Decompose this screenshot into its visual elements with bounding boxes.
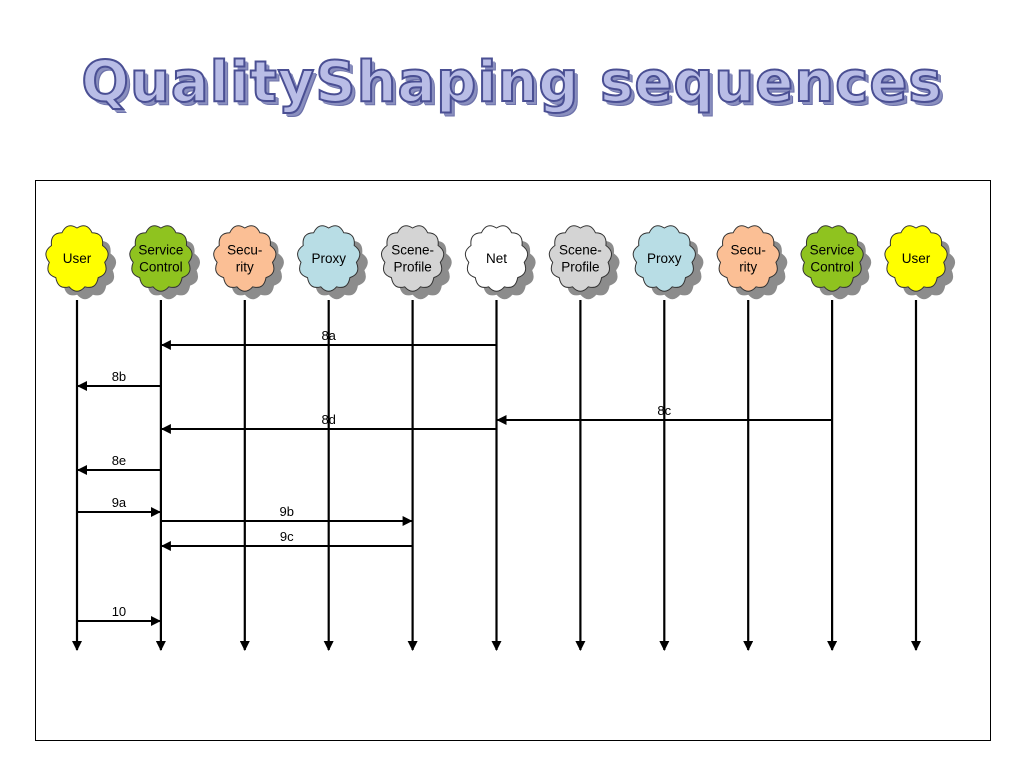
message-label: 8e xyxy=(112,453,126,468)
participant-label: Secu- xyxy=(227,243,262,258)
cloud-icon xyxy=(464,225,529,292)
cloud-icon xyxy=(884,225,948,292)
participant-label: Scene- xyxy=(391,243,434,258)
participant-0: User xyxy=(45,225,117,300)
message-label: 8a xyxy=(321,328,336,343)
message-8b: 8b xyxy=(77,369,161,391)
message-8d: 8d xyxy=(160,412,497,434)
participant-label: rity xyxy=(739,260,757,275)
participant-label: Proxy xyxy=(647,251,682,266)
message-label: 9b xyxy=(280,504,294,519)
message-9a: 9a xyxy=(77,495,161,517)
message-label: 8c xyxy=(657,403,671,418)
message-8a: 8a xyxy=(160,328,497,350)
participant-6: Scene- Profile xyxy=(548,225,620,300)
message-label: 8b xyxy=(112,369,126,384)
participant-3: Proxy xyxy=(297,225,368,300)
sequence-diagram-frame xyxy=(35,180,991,741)
participant-4: Scene- Profile xyxy=(381,225,452,300)
participant-label: Net xyxy=(486,251,507,266)
participant-label: Proxy xyxy=(311,251,346,266)
participant-label: rity xyxy=(236,260,254,275)
participant-label: Control xyxy=(810,260,854,275)
page-title: QualityShaping sequences xyxy=(80,49,943,116)
message-9b: 9b xyxy=(160,504,413,526)
participant-label: Service xyxy=(810,243,855,258)
participant-label: Service xyxy=(138,243,183,258)
participant-label: Profile xyxy=(393,260,431,275)
participant-label: Profile xyxy=(561,260,599,275)
cloud-icon xyxy=(716,225,780,292)
participant-2: Secu-rity xyxy=(213,225,284,300)
message-9c: 9c xyxy=(160,529,413,551)
message-label: 8d xyxy=(321,412,335,427)
cloud-icon xyxy=(632,225,696,292)
participant-7: Proxy xyxy=(632,225,704,300)
participant-5: Net xyxy=(464,225,536,300)
participant-10: User xyxy=(884,225,956,300)
cloud-icon xyxy=(297,225,361,292)
participant-label: Scene- xyxy=(559,243,602,258)
message-label: 10 xyxy=(112,604,126,619)
message-8c: 8c xyxy=(496,403,833,425)
cloud-icon xyxy=(129,225,193,292)
message-label: 9a xyxy=(112,495,127,510)
message-label: 9c xyxy=(280,529,294,544)
cloud-icon xyxy=(45,225,109,292)
cloud-icon xyxy=(381,225,445,292)
cloud-icon xyxy=(548,225,612,292)
message-8e: 8e xyxy=(77,453,161,475)
participant-label: Secu- xyxy=(731,243,766,258)
participant-label: Control xyxy=(139,260,183,275)
participant-8: Secu-rity xyxy=(716,225,788,300)
participant-label: User xyxy=(63,251,92,266)
cloud-icon xyxy=(800,225,864,292)
cloud-icon xyxy=(213,225,277,292)
participant-label: User xyxy=(902,251,931,266)
message-10: 10 xyxy=(77,604,161,626)
